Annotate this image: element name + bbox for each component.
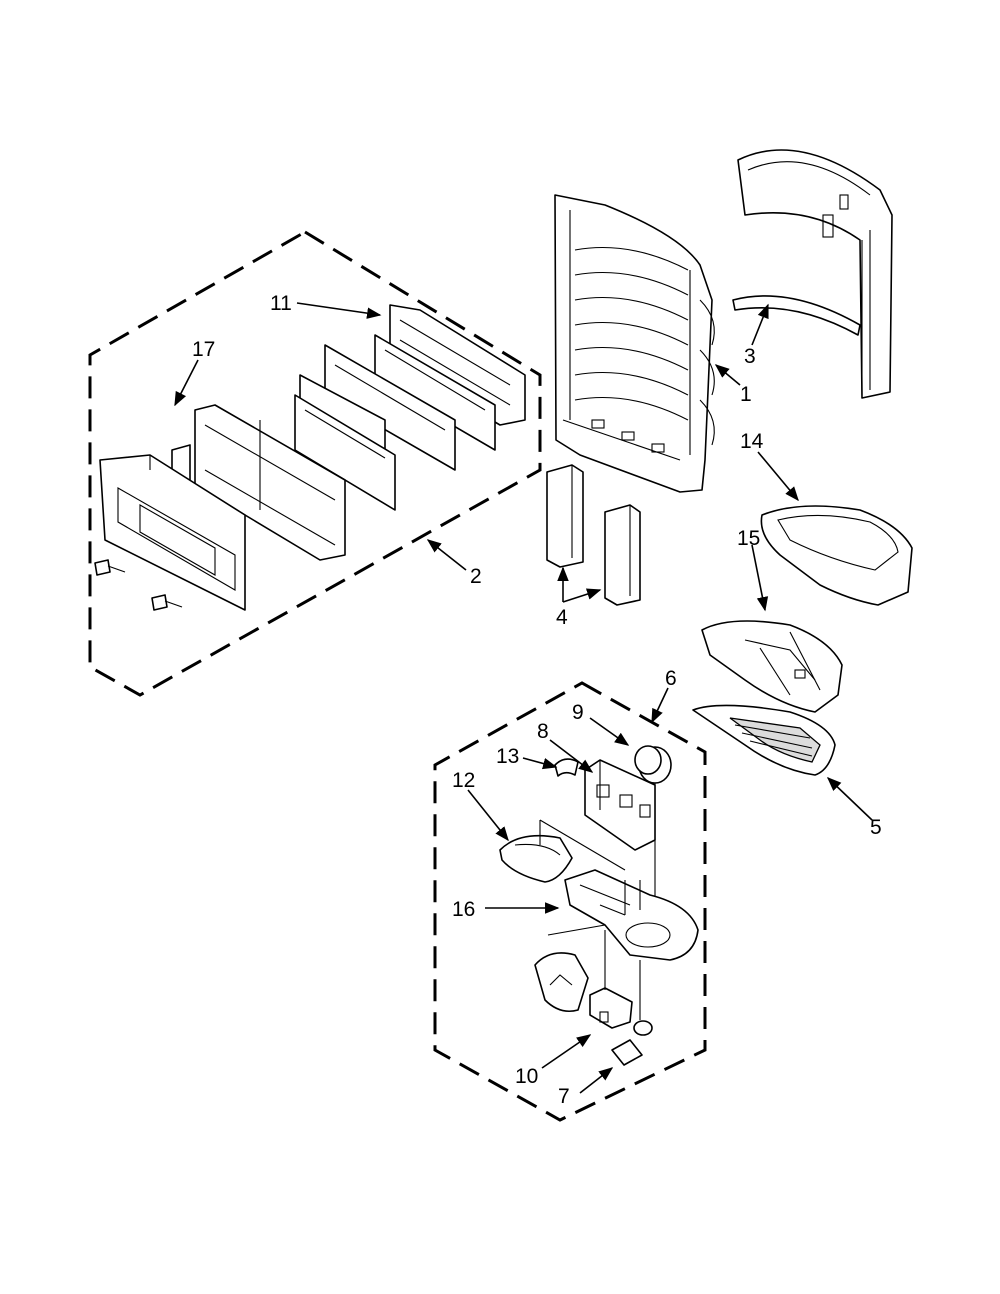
part-grille-cover	[692, 704, 836, 776]
part-switch	[589, 930, 633, 1029]
part-screws	[94, 559, 183, 611]
leader-6	[651, 687, 669, 724]
callout-10: 10	[515, 1065, 538, 1088]
callout-12: 12	[452, 769, 475, 792]
leader-2	[426, 539, 467, 571]
callout-11: 11	[270, 292, 292, 315]
callout-9: 9	[572, 701, 584, 724]
leader-12	[467, 789, 509, 842]
callout-14: 14	[740, 430, 764, 453]
callout-3: 3	[744, 345, 756, 368]
callout-13: 13	[496, 745, 519, 768]
leader-14	[757, 451, 799, 502]
callout-7: 7	[558, 1085, 570, 1108]
part-solenoid	[611, 960, 653, 1066]
leader-8	[549, 739, 594, 773]
callout-15: 15	[737, 527, 760, 550]
part-tray-frame	[760, 505, 913, 606]
part-dispenser-housing	[554, 194, 715, 493]
leader-10	[541, 1034, 592, 1069]
assembly-boundary-dispenser	[433, 681, 707, 1122]
part-clip	[554, 758, 579, 777]
leader-1	[714, 364, 741, 386]
part-rear-cover	[732, 149, 893, 399]
part-tray-base	[701, 620, 843, 713]
callout-1: 1	[740, 383, 752, 406]
callout-17: 17	[192, 338, 215, 361]
leader-11	[296, 302, 382, 319]
callout-6: 6	[665, 667, 677, 690]
leader-15	[751, 544, 769, 612]
leader-3	[751, 303, 769, 346]
leader-9	[589, 717, 630, 746]
leader-5	[826, 777, 873, 821]
leader-17	[174, 359, 199, 407]
callout-5: 5	[870, 816, 882, 839]
part-front-panel	[99, 454, 246, 611]
leader-lines	[174, 302, 873, 1094]
callout-4: 4	[556, 606, 568, 629]
part-foam-blocks	[546, 464, 641, 606]
leader-13	[522, 757, 558, 770]
leader-7	[579, 1067, 614, 1094]
callout-8: 8	[537, 720, 549, 743]
callout-labels: 11 17 2 3 1 14 15 4 5 6 9 8 13 12 16 10 …	[192, 292, 882, 1108]
part-control-boards	[294, 304, 526, 511]
leader-4b	[562, 588, 602, 603]
part-actuator-bracket	[584, 759, 656, 851]
assembly-boundary-control-panel	[88, 230, 542, 697]
part-paddle	[499, 819, 626, 883]
callout-2: 2	[470, 565, 482, 588]
part-dispenser-base	[564, 869, 699, 961]
callout-16: 16	[452, 898, 475, 921]
part-motor-cap	[634, 745, 672, 900]
part-lower-cover	[534, 924, 606, 1013]
